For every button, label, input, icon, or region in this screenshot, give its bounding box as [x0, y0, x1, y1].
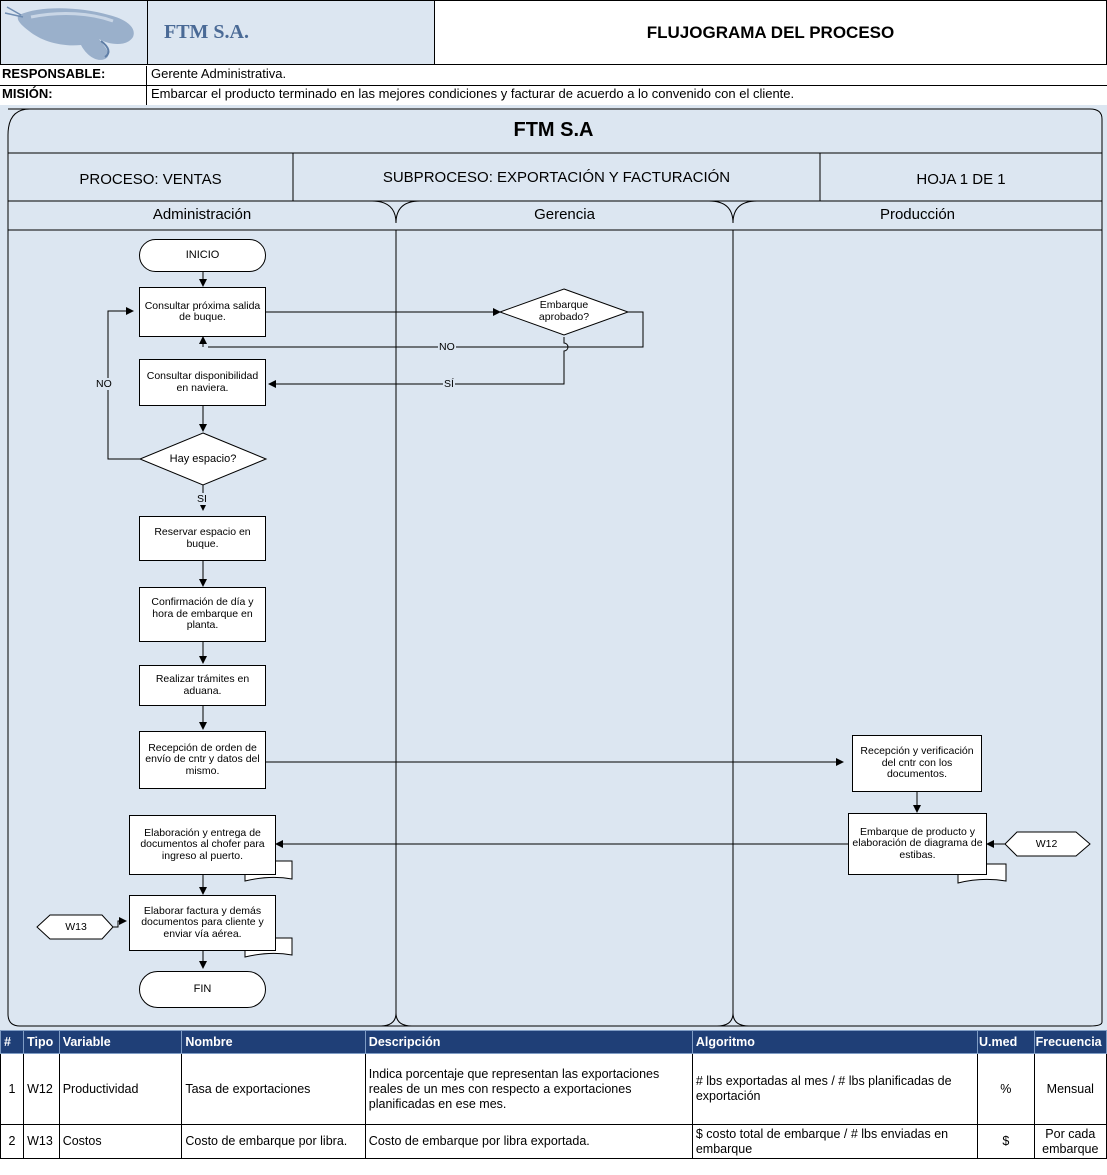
cell-frecuencia: Por cada embarque	[1033, 1124, 1107, 1159]
cell-nombre: Tasa de exportaciones	[181, 1053, 366, 1125]
elaborar-factura-box: Elaborar factura y demás documentos para…	[129, 895, 276, 951]
flow-title: FTM S.A	[513, 119, 594, 141]
col-umed: U.med	[977, 1030, 1035, 1054]
table-header-row: # Tipo Variable Nombre Descripción Algor…	[0, 1030, 1107, 1054]
cell-frecuencia: Mensual	[1033, 1053, 1107, 1125]
cell-variable: Productividad	[58, 1053, 183, 1125]
tramites-box: Realizar trámites en aduana.	[139, 665, 266, 706]
flowchart: FTM S.A PROCESO: VENTAS SUBPROCESO: EXPO…	[0, 105, 1107, 1030]
fin-terminal: FIN	[139, 971, 266, 1008]
responsable-value: Gerente Administrativa.	[151, 66, 287, 81]
mision-row: MISIÓN: Embarcar el producto terminado e…	[0, 86, 1107, 106]
col-descripcion: Descripción	[364, 1030, 693, 1054]
elaboracion-docs-box: Elaboración y entrega de documentos al c…	[129, 815, 276, 875]
cell-tipo: W12	[23, 1053, 60, 1125]
indicators-table: # Tipo Variable Nombre Descripción Algor…	[0, 1030, 1107, 1159]
flowchart-lines	[7, 108, 1103, 1027]
consultar-salida-box: Consultar próxima salida de buque.	[139, 287, 266, 337]
cell-descripcion: Indica porcentaje que representan las ex…	[364, 1053, 693, 1125]
recepcion-verificacion-box: Recepción y verificación del cntr con lo…	[852, 735, 982, 792]
embarque-aprobado-decision: Embarque aprobado?	[538, 299, 590, 323]
hoja-label: HOJA 1 DE 1	[916, 171, 1006, 188]
lane-gerencia: Gerencia	[534, 206, 595, 223]
cell-tipo: W13	[23, 1124, 60, 1159]
responsable-row: RESPONSABLE: Gerente Administrativa.	[0, 66, 1107, 86]
table-row: 1 W12 Productividad Tasa de exportacione…	[0, 1053, 1107, 1125]
company-name: FTM S.A.	[148, 0, 435, 65]
page-title: FLUJOGRAMA DEL PROCESO	[435, 0, 1107, 65]
shrimp-logo-icon	[4, 6, 134, 60]
hay-espacio-decision: Hay espacio?	[169, 453, 237, 465]
embarque-producto-box: Embarque de producto y elaboración de di…	[848, 813, 987, 875]
lane-produccion: Producción	[879, 206, 956, 223]
logo-cell	[0, 0, 148, 65]
cell-num: 2	[0, 1124, 25, 1159]
consultar-naviera-box: Consultar disponibilidad en naviera.	[139, 359, 266, 406]
cell-algoritmo: $ costo total de embarque / # lbs enviad…	[691, 1124, 979, 1159]
col-num: #	[0, 1030, 25, 1054]
cell-umed: $	[977, 1124, 1035, 1159]
reservar-box: Reservar espacio en buque.	[139, 516, 266, 561]
subproceso-label: SUBPROCESO: EXPORTACIÓN Y FACTURACIÓN	[382, 169, 731, 186]
inicio-terminal: INICIO	[139, 239, 266, 272]
col-nombre: Nombre	[181, 1030, 366, 1054]
responsable-label: RESPONSABLE:	[0, 66, 147, 86]
mision-value: Embarcar el producto terminado en las me…	[151, 86, 795, 101]
w12-connector: W12	[1035, 838, 1058, 850]
col-tipo: Tipo	[23, 1030, 60, 1054]
w13-connector: W13	[65, 921, 87, 933]
mision-label: MISIÓN:	[0, 86, 147, 106]
edge-label-no-left: NO	[95, 378, 113, 390]
edge-label-si-mid: SÍ	[443, 378, 455, 390]
table-row: 2 W13 Costos Costo de embarque por libra…	[0, 1124, 1107, 1159]
col-frecuencia: Frecuencia	[1033, 1030, 1107, 1054]
edge-label-si-down: SI	[196, 493, 208, 505]
proceso-label: PROCESO: VENTAS	[79, 171, 222, 188]
col-variable: Variable	[58, 1030, 183, 1054]
cell-descripcion: Costo de embarque por libra exportada.	[364, 1124, 693, 1159]
cell-variable: Costos	[58, 1124, 183, 1159]
cell-nombre: Costo de embarque por libra.	[181, 1124, 366, 1159]
cell-algoritmo: # lbs exportadas al mes / # lbs planific…	[691, 1053, 979, 1125]
cell-num: 1	[0, 1053, 25, 1125]
edge-label-no-top: NO	[438, 341, 456, 353]
lane-administracion: Administración	[152, 206, 252, 223]
cell-umed: %	[977, 1053, 1035, 1125]
col-algoritmo: Algoritmo	[691, 1030, 979, 1054]
recepcion-orden-box: Recepción de orden de envío de cntr y da…	[139, 731, 266, 789]
divider	[0, 85, 1107, 86]
confirmacion-box: Confirmación de día y hora de embarque e…	[139, 587, 266, 642]
